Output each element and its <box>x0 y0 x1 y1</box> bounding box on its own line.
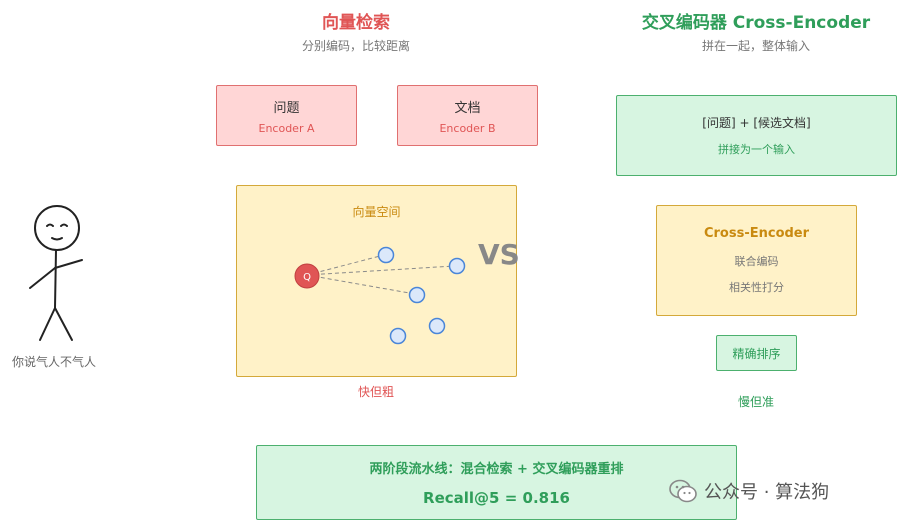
concat-input-text: [问题] + [候选文档] <box>702 116 811 130</box>
similarity-line <box>306 265 455 276</box>
document-encoder-box: 文档 Encoder B <box>397 85 538 146</box>
vector-retrieval-subtitle: 分别编码，比较距离 <box>301 39 410 53</box>
cross-encoder-title: 交叉编码器 Cross-Encoder <box>641 13 871 33</box>
vector-space-label: 向量空间 <box>352 205 401 219</box>
encoder-b-label: Encoder B <box>439 121 496 135</box>
pipeline-summary-box: 两阶段流水线：混合检索 + 交叉编码器重排 Recall@5 = 0.816 <box>256 445 737 520</box>
vs-label: VS <box>478 238 520 271</box>
stick-figure-illustration <box>29 205 83 341</box>
encoder-a-label: Encoder A <box>258 121 315 135</box>
fast-but-rough-note: 快但粗 <box>357 385 394 399</box>
similarity-line <box>306 274 416 295</box>
figure-caption: 你说气人不气人 <box>11 355 96 369</box>
question-encoder-box: 问题 Encoder A <box>216 85 357 146</box>
document-vector-dot <box>448 257 466 275</box>
vector-space-plot: Q <box>294 246 466 345</box>
query-vector-label: Q <box>303 272 311 283</box>
precise-ranking-box: 精确排序 <box>716 335 797 371</box>
cross-encoder-subtitle: 拼在一起，整体输入 <box>701 39 810 53</box>
watermark-text: 公众号 · 算法狗 <box>704 482 830 503</box>
vector-space-panel: 向量空间 Q <box>236 185 517 377</box>
joint-encoding-label: 联合编码 <box>734 255 779 268</box>
document-vector-dot <box>389 327 407 345</box>
pipeline-description: 两阶段流水线：混合检索 + 交叉编码器重排 <box>369 462 624 477</box>
question-label: 问题 <box>273 100 300 116</box>
concat-input-caption: 拼接为一个输入 <box>718 143 795 156</box>
slow-but-accurate-note: 慢但准 <box>737 395 774 409</box>
relevance-scoring-label: 相关性打分 <box>729 281 784 294</box>
document-vector-dot <box>377 246 395 264</box>
vector-retrieval-title: 向量检索 <box>322 13 390 33</box>
cross-encoder-box: Cross-Encoder 联合编码 相关性打分 <box>656 205 857 316</box>
wechat-icon <box>669 479 697 503</box>
document-vector-dot <box>428 317 446 335</box>
watermark: 公众号 · 算法狗 <box>668 478 829 504</box>
cross-encoder-box-title: Cross-Encoder <box>703 226 810 241</box>
recall-metric: Recall@5 = 0.816 <box>423 489 570 507</box>
query-vector-dot <box>294 263 320 289</box>
document-label: 文档 <box>454 100 481 116</box>
concat-input-box: [问题] + [候选文档] 拼接为一个输入 <box>616 95 897 176</box>
document-vector-dot <box>408 286 426 304</box>
similarity-line <box>306 254 385 276</box>
